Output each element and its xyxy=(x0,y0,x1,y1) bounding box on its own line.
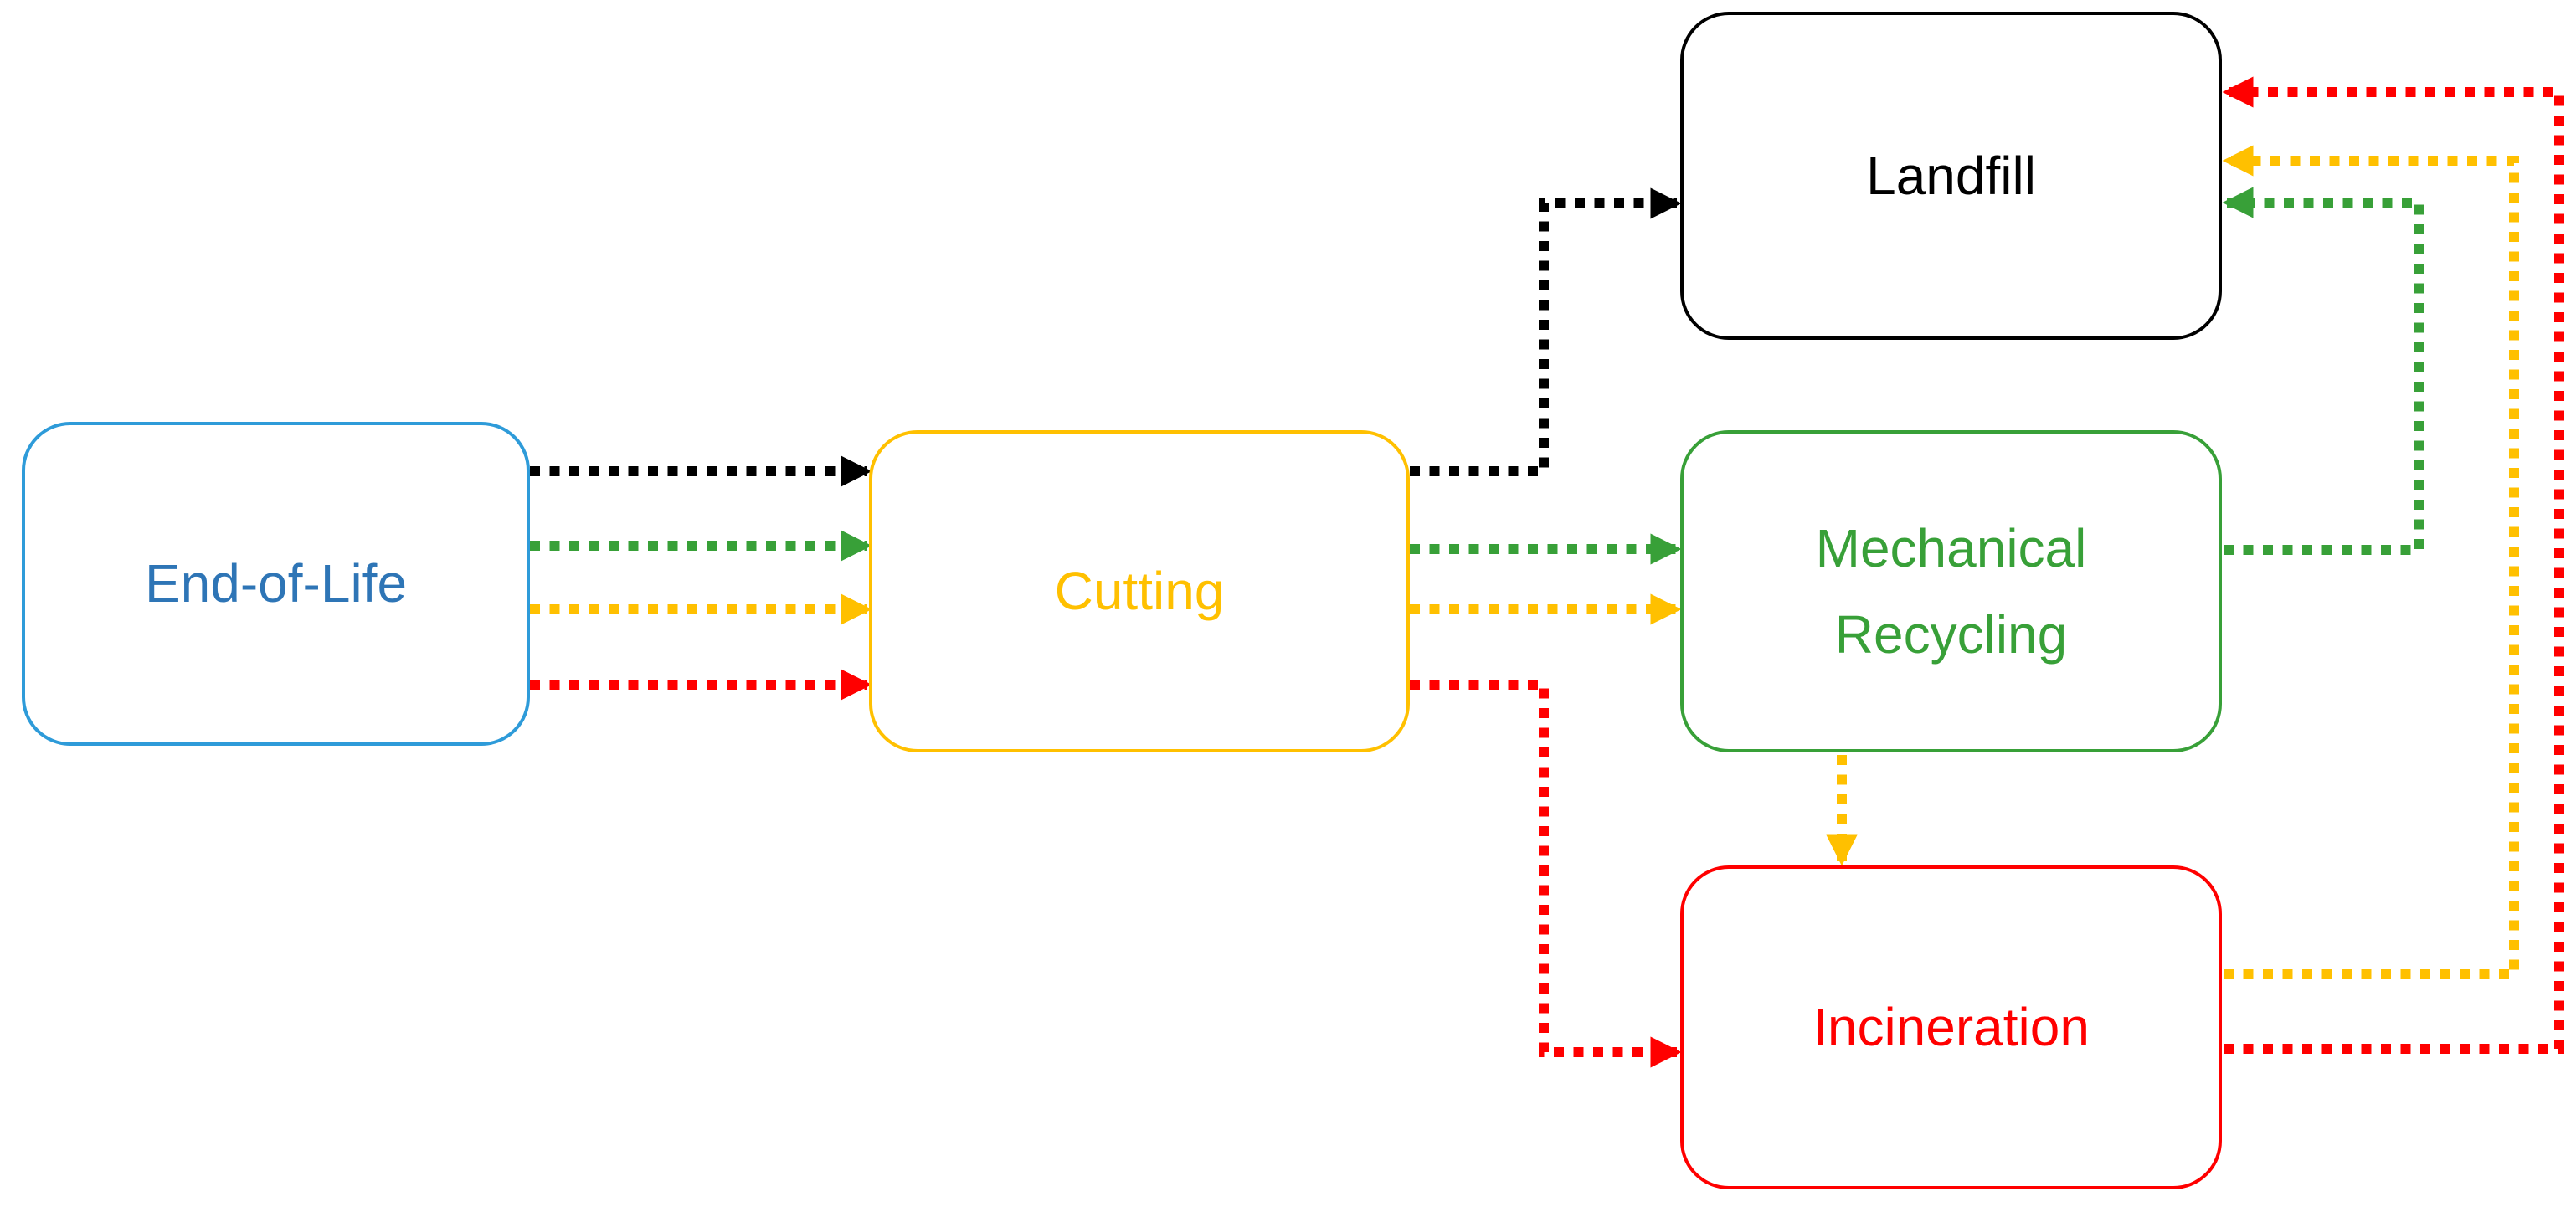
node-end-of-life: End-of-Life xyxy=(22,422,530,746)
node-mechanical-recycling: Mechanical Recycling xyxy=(1680,430,2222,752)
node-cutting: Cutting xyxy=(869,430,1410,752)
node-label: Mechanical Recycling xyxy=(1815,518,2087,665)
node-incineration: Incineration xyxy=(1680,865,2222,1189)
edge-mechanical-recycling-to-landfill-green xyxy=(2222,187,2424,555)
edge-cutting-to-incineration-red xyxy=(1410,680,1682,1068)
edge-cutting-to-landfill-black xyxy=(1410,187,1682,476)
edge-incineration-to-landfill-yellow xyxy=(2222,145,2519,979)
edge-incineration-to-landfill-red xyxy=(2222,76,2564,1054)
node-label: Landfill xyxy=(1866,145,2036,206)
node-label: Cutting xyxy=(1054,561,1225,622)
node-label: Incineration xyxy=(1812,997,2090,1058)
node-label: End-of-Life xyxy=(144,553,408,614)
node-landfill: Landfill xyxy=(1680,12,2222,340)
